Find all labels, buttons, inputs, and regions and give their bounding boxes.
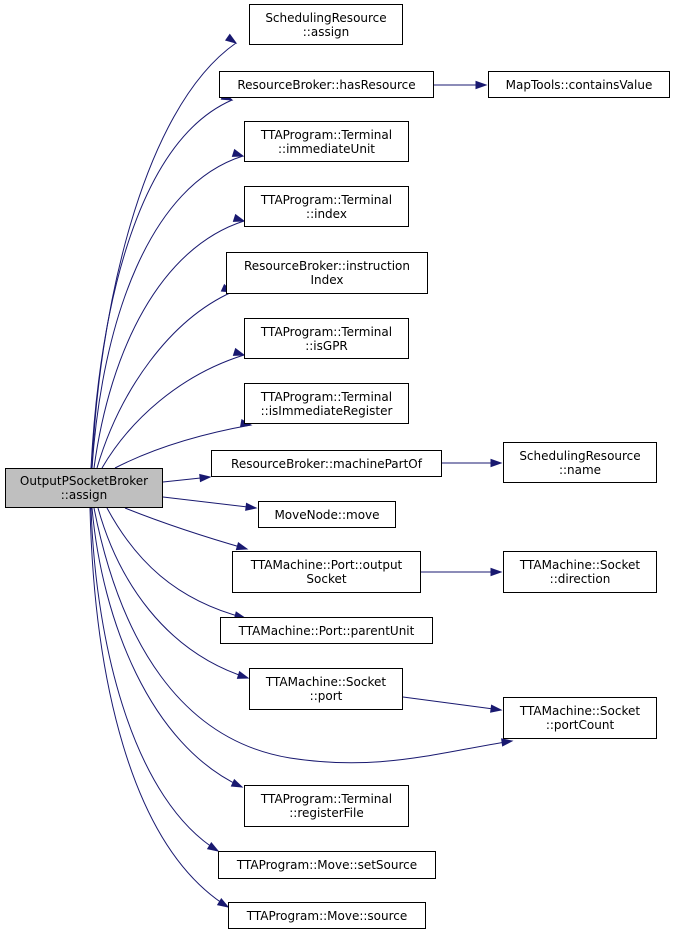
edge-to-move-node-move-arrowhead: [245, 502, 258, 511]
node-label-line1: OutputPSocketBroker: [19, 474, 149, 488]
node-resource-broker-machine-part-of[interactable]: ResourceBroker::machinePartOf: [211, 450, 442, 477]
edge-to-terminal-immediate-unit-arrowhead: [231, 148, 245, 157]
edge-to-terminal-register-file-arrowhead: [230, 778, 244, 788]
node-terminal-is-gpr[interactable]: TTAProgram::Terminal ::isGPR: [244, 318, 409, 359]
node-output-p-socket-broker-assign: OutputPSocketBroker ::assign: [5, 468, 163, 508]
edge-socket-port-to-port-count: [402, 696, 502, 711]
node-label-line1: TTAProgram::Terminal: [260, 192, 393, 207]
edge-to-move-set-source-arrowhead: [206, 841, 220, 852]
edge-has-resource-to-contains-value-arrowhead: [475, 80, 488, 90]
node-label-line1: SchedulingResource: [265, 10, 387, 25]
edge-to-move-node-move: [162, 496, 257, 509]
node-label-line2: ::direction: [549, 572, 611, 586]
edge-to-socket-port-arrowhead: [236, 670, 250, 679]
node-label-line2: Socket: [306, 572, 347, 586]
node-label-line1: ResourceBroker::hasResource: [237, 77, 416, 92]
edge-to-move-source: [89, 507, 229, 908]
node-label-line1: TTAMachine::Socket: [519, 704, 641, 718]
node-label-line1: TTAMachine::Socket: [265, 675, 387, 689]
node-scheduling-resource-assign[interactable]: SchedulingResource ::assign: [249, 4, 403, 45]
edge-to-scheduling-resource-assign-arrowhead: [224, 33, 238, 44]
node-label-line1: TTAProgram::Terminal: [260, 127, 393, 142]
edge-to-terminal-register-file: [91, 507, 243, 788]
edge-to-scheduling-resource-assign: [91, 42, 237, 469]
edge-to-resource-broker-machine-part-of-arrowhead: [199, 473, 212, 483]
node-label-line1: TTAProgram::Terminal: [260, 324, 393, 339]
node-label-line2: ::port: [309, 689, 343, 703]
node-socket-port-count[interactable]: TTAMachine::Socket ::portCount: [503, 697, 657, 739]
node-scheduling-resource-name[interactable]: SchedulingResource ::name: [503, 442, 657, 483]
edge-to-socket-port-count-arrowhead: [501, 738, 514, 747]
edge-to-move-source-arrowhead: [216, 897, 230, 908]
node-label-line2: ::assign: [60, 488, 108, 502]
node-label-line1: TTAMachine::Port::parentUnit: [238, 623, 415, 638]
node-socket-direction[interactable]: TTAMachine::Socket ::direction: [503, 551, 657, 593]
node-label-line1: TTAMachine::Socket: [519, 558, 641, 572]
node-move-set-source[interactable]: TTAProgram::Move::setSource: [218, 851, 436, 879]
edge-to-terminal-index-arrowhead: [232, 213, 246, 222]
node-label-line2: ::assign: [302, 24, 350, 39]
node-resource-broker-has-resource[interactable]: ResourceBroker::hasResource: [219, 71, 434, 98]
edge-to-socket-port: [97, 507, 249, 679]
node-label-line2: ::registerFile: [289, 806, 364, 820]
node-label-line1: ResourceBroker::machinePartOf: [231, 456, 422, 471]
node-port-parent-unit[interactable]: TTAMachine::Port::parentUnit: [220, 617, 433, 644]
edge-to-terminal-is-immediate-register: [114, 424, 252, 469]
edge-to-terminal-index: [93, 220, 245, 469]
node-label-line1: TTAProgram::Terminal: [260, 389, 393, 404]
node-map-tools-contains-value[interactable]: MapTools::containsValue: [488, 71, 670, 98]
node-move-node-move[interactable]: MoveNode::move: [258, 501, 396, 528]
edge-to-terminal-is-gpr: [101, 354, 245, 469]
edge-to-socket-port-count: [93, 507, 513, 764]
node-resource-broker-instruction-index[interactable]: ResourceBroker::instruction Index: [226, 252, 428, 294]
edge-to-resource-broker-instruction-index: [96, 291, 233, 469]
edge-output-socket-to-direction-arrowhead: [490, 567, 503, 577]
node-terminal-register-file[interactable]: TTAProgram::Terminal ::registerFile: [244, 785, 409, 827]
edge-to-resource-broker-has-resource: [90, 99, 233, 469]
edge-to-port-parent-unit: [106, 507, 246, 619]
edge-to-terminal-is-gpr-arrowhead: [232, 347, 246, 356]
edge-to-port-output-socket: [124, 507, 248, 550]
node-label-line2: ::portCount: [545, 718, 615, 732]
node-label-line2: ::isImmediateRegister: [260, 403, 393, 418]
node-label-line1: TTAProgram::Move::source: [246, 908, 408, 923]
node-label-line2: Index: [310, 273, 344, 287]
edge-machine-part-of-to-name-arrowhead: [490, 458, 503, 468]
node-port-output-socket[interactable]: TTAMachine::Port::output Socket: [232, 551, 421, 593]
edge-to-move-set-source: [90, 507, 219, 852]
node-terminal-index[interactable]: TTAProgram::Terminal ::index: [244, 186, 409, 227]
edge-socket-port-to-port-count-arrowhead: [490, 704, 503, 713]
node-label-line1: TTAProgram::Move::setSource: [236, 858, 418, 872]
node-label-line2: ::index: [306, 206, 347, 221]
node-label-line1: TTAProgram::Terminal: [260, 792, 393, 806]
node-terminal-is-immediate-register[interactable]: TTAProgram::Terminal ::isImmediateRegist…: [244, 383, 409, 424]
edge-to-port-output-socket-arrowhead: [235, 542, 249, 551]
node-terminal-immediate-unit[interactable]: TTAProgram::Terminal ::immediateUnit: [244, 121, 409, 162]
edge-to-terminal-immediate-unit: [91, 155, 244, 469]
node-label-line1: ResourceBroker::instruction: [243, 259, 410, 273]
node-move-source[interactable]: TTAProgram::Move::source: [228, 902, 426, 929]
node-label-line1: TTAMachine::Port::output: [250, 558, 403, 572]
node-label-line2: ::immediateUnit: [277, 141, 375, 156]
node-label-line2: ::isGPR: [305, 338, 348, 353]
node-label-line2: ::name: [558, 462, 602, 477]
node-label-line1: MoveNode::move: [274, 507, 380, 522]
node-label-line1: MapTools::containsValue: [505, 77, 653, 92]
node-socket-port[interactable]: TTAMachine::Socket ::port: [249, 668, 403, 710]
node-label-line1: SchedulingResource: [519, 448, 641, 463]
